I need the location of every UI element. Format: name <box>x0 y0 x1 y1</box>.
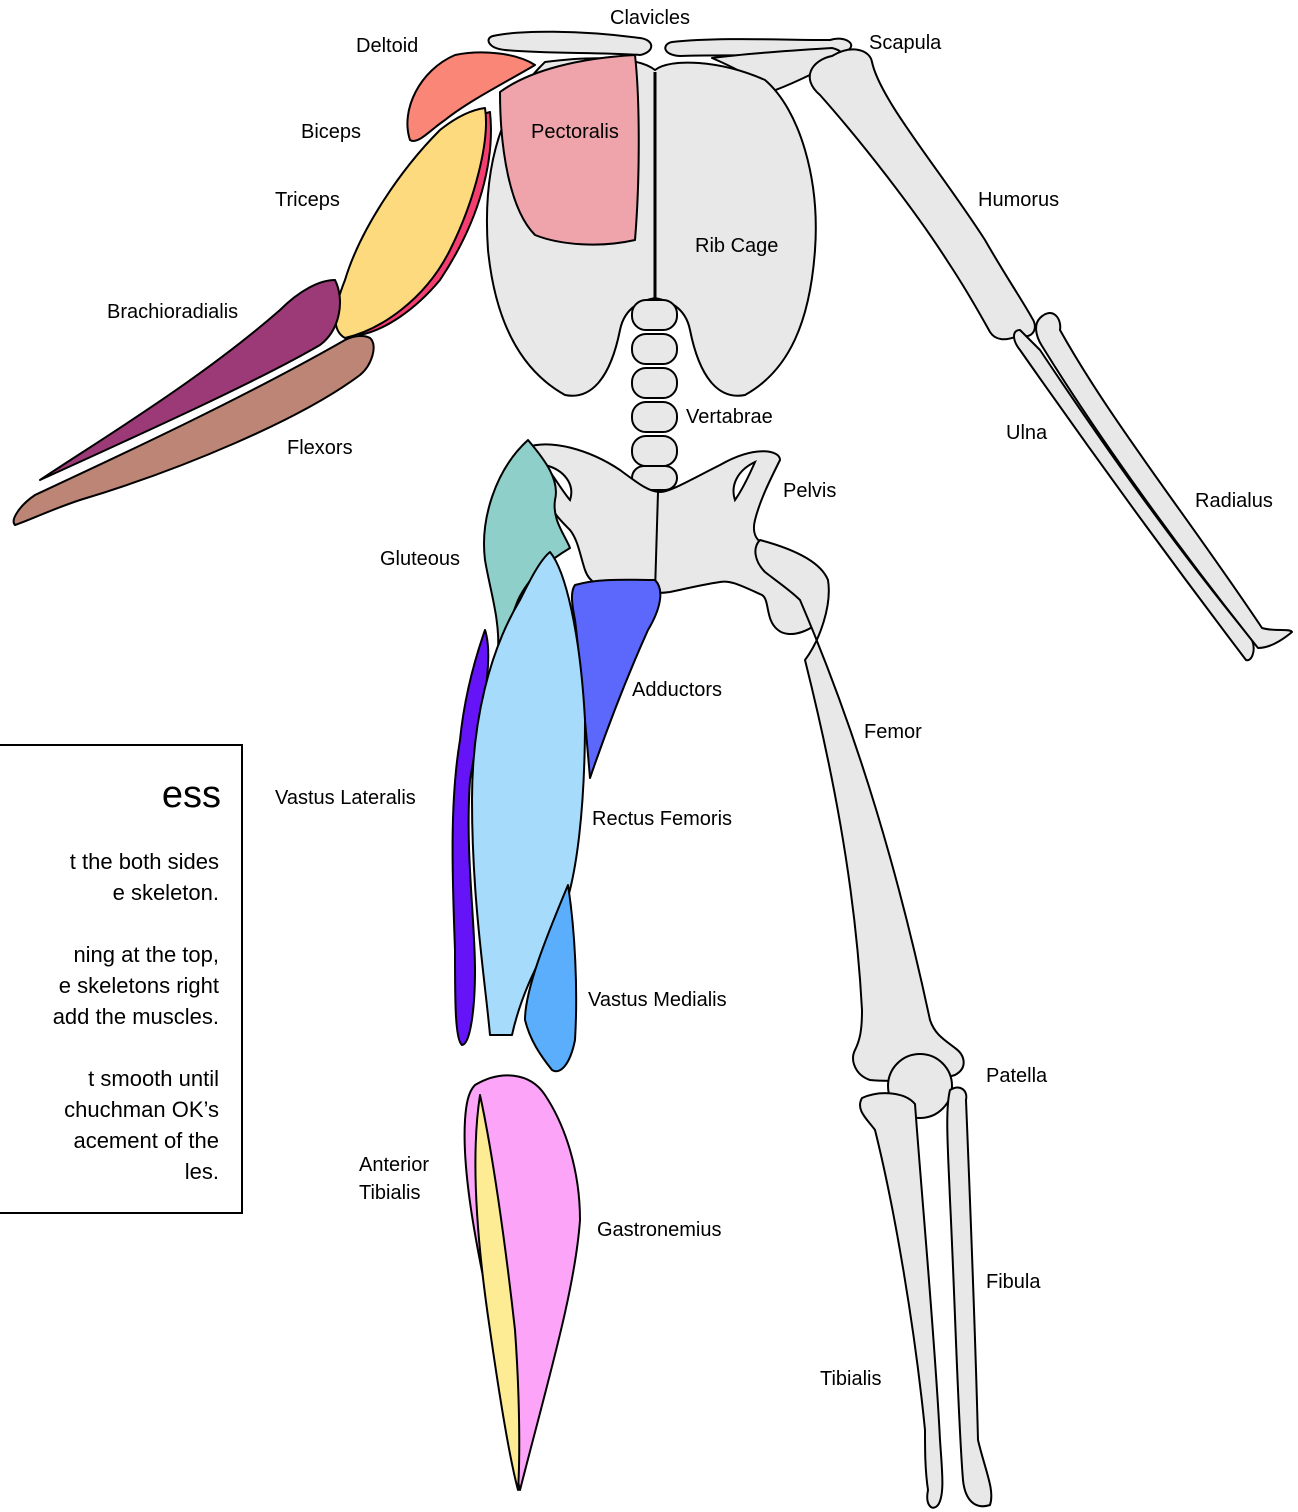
label-triceps: Triceps <box>275 189 340 211</box>
label-anterior-tibialis-line1: Anterior <box>359 1154 429 1176</box>
instructions-title: ess <box>0 774 221 817</box>
left-clavicle <box>489 32 652 55</box>
radius <box>1036 313 1292 648</box>
label-scapula: Scapula <box>869 32 942 54</box>
label-adductors: Adductors <box>632 679 722 701</box>
label-rectus-femoris: Rectus Femoris <box>592 808 732 830</box>
label-deltoid: Deltoid <box>356 35 418 57</box>
vertebrae <box>632 300 677 490</box>
label-anterior-tibialis-line2: Tibialis <box>359 1182 421 1204</box>
label-clavicles: Clavicles <box>610 7 690 29</box>
fibula <box>947 1088 991 1507</box>
tibia <box>860 1093 942 1508</box>
instructions-paragraph: ning at the top, e skeletons right add t… <box>0 939 219 1032</box>
label-tibialis: Tibialis <box>820 1368 882 1390</box>
label-ulna: Ulna <box>1006 422 1048 444</box>
label-flexors: Flexors <box>287 437 353 459</box>
vertebra <box>632 436 677 466</box>
label-pectoralis: Pectoralis <box>531 121 619 143</box>
label-brachioradialis: Brachioradialis <box>107 301 238 323</box>
label-pelvis: Pelvis <box>783 480 836 502</box>
flexors-shape <box>14 336 374 525</box>
label-vertabrae: Vertabrae <box>686 406 773 428</box>
label-biceps: Biceps <box>301 121 361 143</box>
leg-muscles <box>453 440 661 1490</box>
vertebra <box>632 368 677 398</box>
label-gastronemius: Gastronemius <box>597 1219 722 1241</box>
vertebra <box>632 402 677 432</box>
instructions-panel: ess t the both sides e skeleton. ning at… <box>0 744 243 1214</box>
skeleton <box>487 32 1292 1508</box>
label-vastus-medialis: Vastus Medialis <box>588 989 727 1011</box>
instructions-paragraph: t the both sides e skeleton. <box>0 846 219 908</box>
label-vastus-lateralis: Vastus Lateralis <box>275 787 416 809</box>
vertebra <box>632 300 677 330</box>
pectoralis-shape <box>500 55 639 245</box>
label-humorus: Humorus <box>978 189 1059 211</box>
instructions-paragraph: t smooth until chuchman OK’s acement of … <box>0 1063 219 1187</box>
label-femor: Femor <box>864 721 922 743</box>
label-radialus: Radialus <box>1195 490 1273 512</box>
label-fibula: Fibula <box>986 1271 1041 1293</box>
label-rib-cage: Rib Cage <box>695 235 778 257</box>
vertebra <box>632 334 677 364</box>
label-patella: Patella <box>986 1065 1048 1087</box>
instructions-text: t the both sides e skeleton. ning at the… <box>0 846 219 1214</box>
label-gluteous: Gluteous <box>380 548 460 570</box>
